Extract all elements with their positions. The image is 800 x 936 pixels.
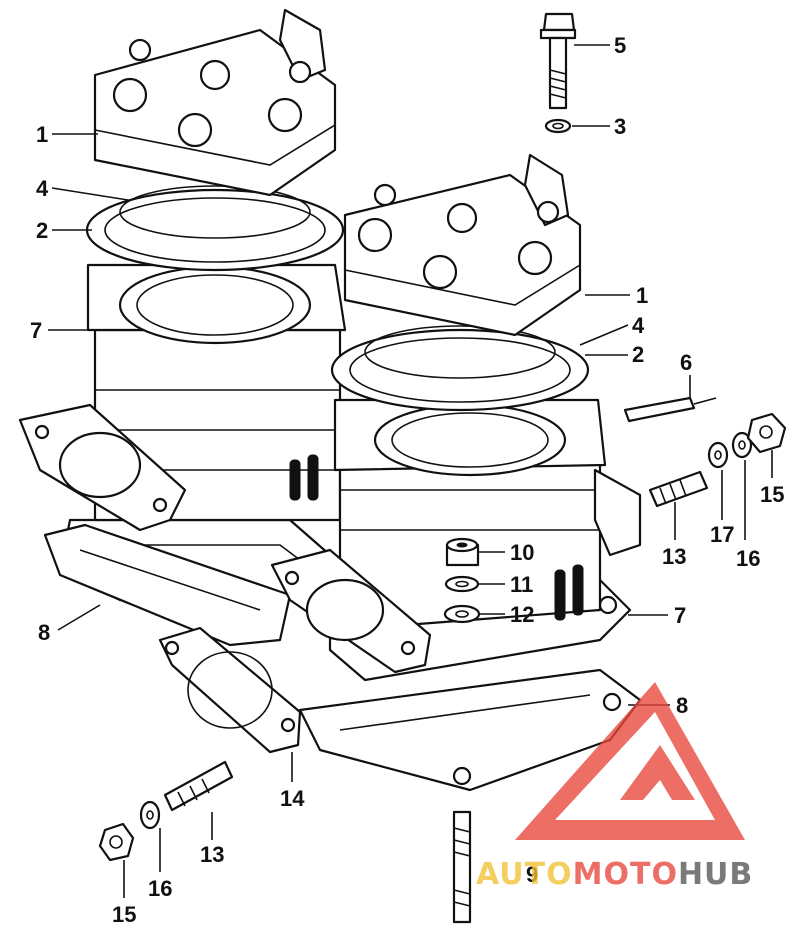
callout-4-left: 4: [36, 176, 49, 201]
left-base-gasket: [43, 523, 292, 647]
nut-right: [746, 412, 787, 454]
stud-left: [163, 760, 234, 812]
nut-left: [98, 822, 135, 862]
right-cylinder-head: [343, 153, 582, 337]
logo-triangle-icon: [515, 682, 745, 840]
callout-13-right: 13: [662, 544, 686, 569]
washer-17: [707, 441, 729, 469]
washer-11: [444, 575, 480, 593]
watermark-logo: AUTOMOTOHUB: [476, 682, 753, 892]
callout-7-right: 7: [674, 603, 686, 628]
watermark-part-hub: HUB: [678, 857, 753, 892]
spacer-nut-10: [445, 537, 480, 567]
callout-15-left: 15: [112, 902, 136, 927]
left-o-ring: [119, 185, 311, 239]
watermark-part-auto: AUTO: [476, 857, 573, 892]
callout-12: 12: [510, 602, 534, 627]
stud-right: [648, 470, 709, 508]
left-intake-flange: [18, 403, 187, 532]
callout-labels: 1 4 2 7 8 5 3 1 4 2 6 15 16 17 13 10 11 …: [30, 33, 784, 927]
right-head-gasket: [330, 328, 590, 412]
watermark-part-moto: MOTO: [573, 857, 678, 892]
left-cylinder-head: [93, 8, 337, 197]
right-cylinder: [333, 398, 607, 632]
callout-16-right: 16: [736, 546, 760, 571]
callout-5: 5: [614, 33, 626, 58]
watermark-text: AUTOMOTOHUB: [476, 857, 753, 892]
callout-8-right: 8: [676, 693, 688, 718]
callout-7-left: 7: [30, 318, 42, 343]
dowel-pin: [623, 396, 717, 423]
callout-1-right: 1: [636, 283, 648, 308]
lock-washer-left: [139, 800, 161, 830]
callout-2-left: 2: [36, 218, 48, 243]
washer-12: [443, 604, 481, 624]
lock-washer-right: [731, 431, 753, 459]
stud-9: [452, 810, 472, 924]
callout-17: 17: [710, 522, 734, 547]
callout-6: 6: [680, 350, 692, 375]
logo-inner-mark-icon: [620, 745, 695, 800]
right-intake-flange: [270, 548, 432, 674]
washer-3: [544, 118, 572, 134]
callout-8-left: 8: [38, 620, 50, 645]
exhaust-gasket: [158, 626, 302, 754]
callout-1-left: 1: [36, 122, 48, 147]
callout-3: 3: [614, 114, 626, 139]
callout-14: 14: [280, 786, 305, 811]
right-o-ring: [364, 325, 556, 379]
right-exhaust-lug: [593, 468, 642, 557]
callout-15-right: 15: [760, 482, 784, 507]
callout-9: 9: [526, 862, 538, 887]
callout-16-left: 16: [148, 876, 172, 901]
callout-10: 10: [510, 540, 534, 565]
callout-13-left: 13: [200, 842, 224, 867]
callout-2-right: 2: [632, 342, 644, 367]
head-bolt: [539, 12, 577, 110]
left-head-gasket: [85, 188, 345, 272]
callout-11: 11: [510, 572, 533, 597]
callout-4-right: 4: [632, 313, 645, 338]
